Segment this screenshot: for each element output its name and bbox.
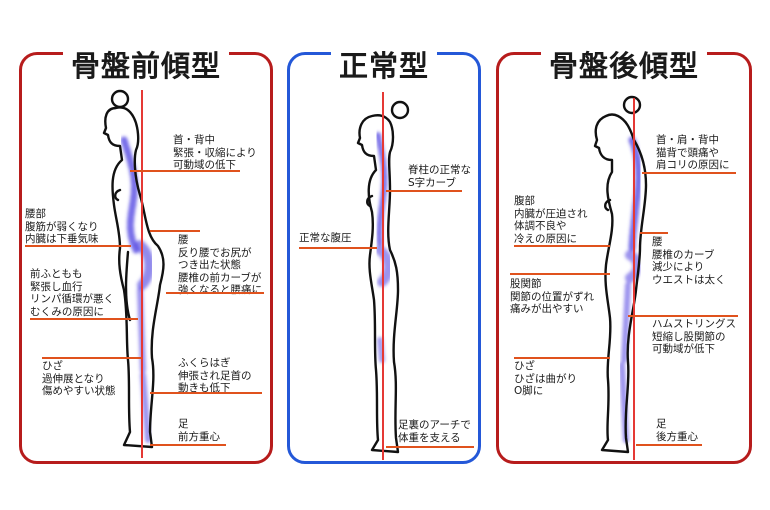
annotation-line [636,444,702,446]
annotation-line [166,292,264,294]
panel-title: 骨盤後傾型 [540,49,708,83]
annotation-knee: ひざ 過伸展となり 傷めやすい状態 [42,360,116,397]
annotation-lower-back: 腰 腰椎のカーブ 減少により ウエストは太く [652,236,726,286]
annotation-line [150,444,226,446]
body-outline [102,89,165,449]
annotation-line [386,446,474,448]
body-outline [593,95,648,454]
annotation-hamstring: ハムストリングス 短縮し股関節の 可動域が低下 [652,318,736,355]
annotation-foot: 足 後方重心 [656,418,698,443]
panel-normal: 正常型 [287,49,481,464]
annotation-knee: ひざ ひざは曲がり O脚に [514,360,577,397]
panel-anterior-tilt: 骨盤前傾型 [19,49,273,464]
annotation-lower-back: 腰 反り腰でお尻が つき出た状態 腰椎の前カーブが 強くなると腰痛に [178,234,262,296]
annotation-line [130,170,240,172]
annotation-line [386,190,462,192]
annotation-neck: 首・肩・背中 猫背で頭痛や 肩コリの原因に [656,134,730,171]
annotation-thigh: 前ふともも 緊張し血行 リンパ循環が悪く むくみの原因に [30,268,114,318]
annotation-line [30,318,138,320]
panel-posterior-tilt: 骨盤後傾型 [496,49,752,464]
panel-title: 骨盤前傾型 [62,49,230,83]
annotation-line [299,247,377,249]
annotation-line [514,245,610,247]
annotation-line [25,245,131,247]
annotation-line [42,357,142,359]
annotation-foot: 足 前方重心 [178,418,220,443]
annotation-calf: ふくらはぎ 伸張され足首の 動きも低下 [178,357,252,394]
annotation-line [150,230,200,232]
annotation-line [640,232,668,234]
annotation-abdomen: 正常な腹圧 [299,232,352,244]
annotation-line [628,315,738,317]
annotation-line [150,392,262,394]
annotation-hip: 股関節 関節の位置がずれ 痛みが出やすい [510,278,594,315]
annotation-neck: 首・背中 緊張・収縮により 可動域の低下 [173,134,257,171]
annotation-line [642,172,736,174]
annotation-abdomen: 腰部 腹筋が弱くなり 内臓は下垂気味 [25,208,99,245]
annotation-foot: 足裏のアーチで 体重を支える [398,419,471,444]
body-outline [356,100,410,454]
annotation-abdomen: 腹部 内臓が圧迫され 体調不良や 冷えの原因に [514,195,588,245]
annotation-line [514,357,610,359]
annotation-line [510,273,610,275]
panel-title: 正常型 [330,49,438,83]
annotation-spine: 脊柱の正常な S字カーブ [408,164,471,189]
